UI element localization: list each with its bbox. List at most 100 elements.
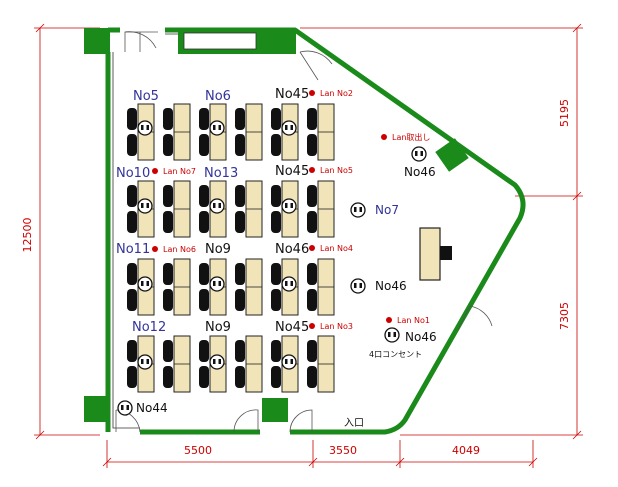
seat-no9-row3: No9 — [205, 242, 231, 257]
outlet-icon — [117, 400, 133, 416]
chair — [271, 366, 281, 388]
seat-no45-row4: No45 — [275, 320, 309, 335]
chair — [199, 263, 209, 285]
seat-no5: No5 — [133, 89, 159, 104]
chair — [127, 134, 137, 156]
lan-dots — [152, 90, 392, 329]
room-walls — [105, 27, 526, 435]
chair — [127, 108, 137, 130]
outlet-icon — [281, 354, 297, 370]
chair — [271, 289, 281, 311]
chair — [163, 289, 173, 311]
chair — [307, 108, 317, 130]
chair — [163, 263, 173, 285]
chair — [271, 108, 281, 130]
outlet-icon — [411, 146, 427, 162]
chair — [307, 263, 317, 285]
seat-no45-row1: No45 — [275, 87, 309, 102]
chair — [127, 340, 137, 362]
lan-no2: Lan No2 — [320, 89, 353, 98]
doors[interactable] — [115, 31, 493, 433]
seat-no12: No12 — [132, 320, 166, 335]
chair — [307, 134, 317, 156]
lan-no1: Lan No1 — [397, 316, 430, 325]
seat-no45-row2: No45 — [275, 164, 309, 179]
outlet-icon — [137, 276, 153, 292]
chair — [271, 134, 281, 156]
chair — [127, 289, 137, 311]
dimension-left-height: 12500 — [21, 218, 34, 253]
seat-no46-row3: No46 — [275, 242, 309, 257]
dimension-right-lower: 7305 — [558, 302, 571, 330]
outlet-icon — [350, 278, 366, 294]
lan-outlet-label: Lan取出し — [392, 132, 430, 142]
dimension-bottom-1: 5500 — [184, 444, 212, 457]
chair — [235, 289, 245, 311]
outlet-icon — [209, 276, 225, 292]
outlet-no46-low: No46 — [405, 330, 437, 344]
seat-no11: No11 — [116, 242, 150, 257]
outlet-icon — [137, 354, 153, 370]
chair — [199, 185, 209, 207]
outlet-icon — [209, 354, 225, 370]
chair — [127, 263, 137, 285]
chair — [163, 211, 173, 233]
chair — [271, 340, 281, 362]
outlet-icon — [209, 198, 225, 214]
chair — [235, 134, 245, 156]
chair — [271, 263, 281, 285]
lan-no3: Lan No3 — [320, 322, 353, 331]
seat-no9-row4: No9 — [205, 320, 231, 335]
dimension-lines — [34, 23, 583, 468]
chair — [307, 366, 317, 388]
seat-no10: No10 — [116, 166, 150, 181]
chair — [235, 263, 245, 285]
chair — [271, 211, 281, 233]
chair — [199, 134, 209, 156]
outlet-no7: No7 — [375, 203, 399, 217]
seat-no13: No13 — [204, 166, 238, 181]
chair — [163, 366, 173, 388]
lan-no6: Lan No6 — [163, 245, 196, 254]
chair — [271, 185, 281, 207]
chair — [235, 108, 245, 130]
chair — [235, 340, 245, 362]
outlet-icon — [281, 276, 297, 292]
chair — [163, 185, 173, 207]
chair — [235, 211, 245, 233]
outlet-no46-mid: No46 — [375, 279, 407, 293]
chair — [127, 211, 137, 233]
chair — [199, 340, 209, 362]
dimension-bottom-2: 3550 — [329, 444, 357, 457]
chair — [307, 211, 317, 233]
four-outlet-note: 4口コンセント — [369, 350, 422, 359]
chair — [199, 211, 209, 233]
outlet-no46-top: No46 — [404, 165, 436, 179]
chair — [127, 366, 137, 388]
seat-no6: No6 — [205, 89, 231, 104]
chair — [163, 340, 173, 362]
chair — [307, 289, 317, 311]
chair — [199, 108, 209, 130]
outlet-icon — [281, 198, 297, 214]
chair — [163, 134, 173, 156]
chair — [235, 366, 245, 388]
chair — [199, 366, 209, 388]
lan-no5: Lan No5 — [320, 166, 353, 175]
power-outlets — [117, 120, 427, 416]
lan-no7: Lan No7 — [163, 167, 196, 176]
chair — [235, 185, 245, 207]
entrance-label: 入口 — [344, 418, 364, 429]
outlet-icon — [209, 120, 225, 136]
chair — [307, 185, 317, 207]
lan-no4: Lan No4 — [320, 244, 353, 253]
dimension-right-upper: 5195 — [558, 99, 571, 127]
outlet-icon — [350, 202, 366, 218]
dimension-bottom-3: 4049 — [452, 444, 480, 457]
outlet-icon — [281, 120, 297, 136]
outlet-icon — [137, 120, 153, 136]
outlet-icon — [137, 198, 153, 214]
outlet-no44: No44 — [136, 401, 168, 415]
chair — [307, 340, 317, 362]
